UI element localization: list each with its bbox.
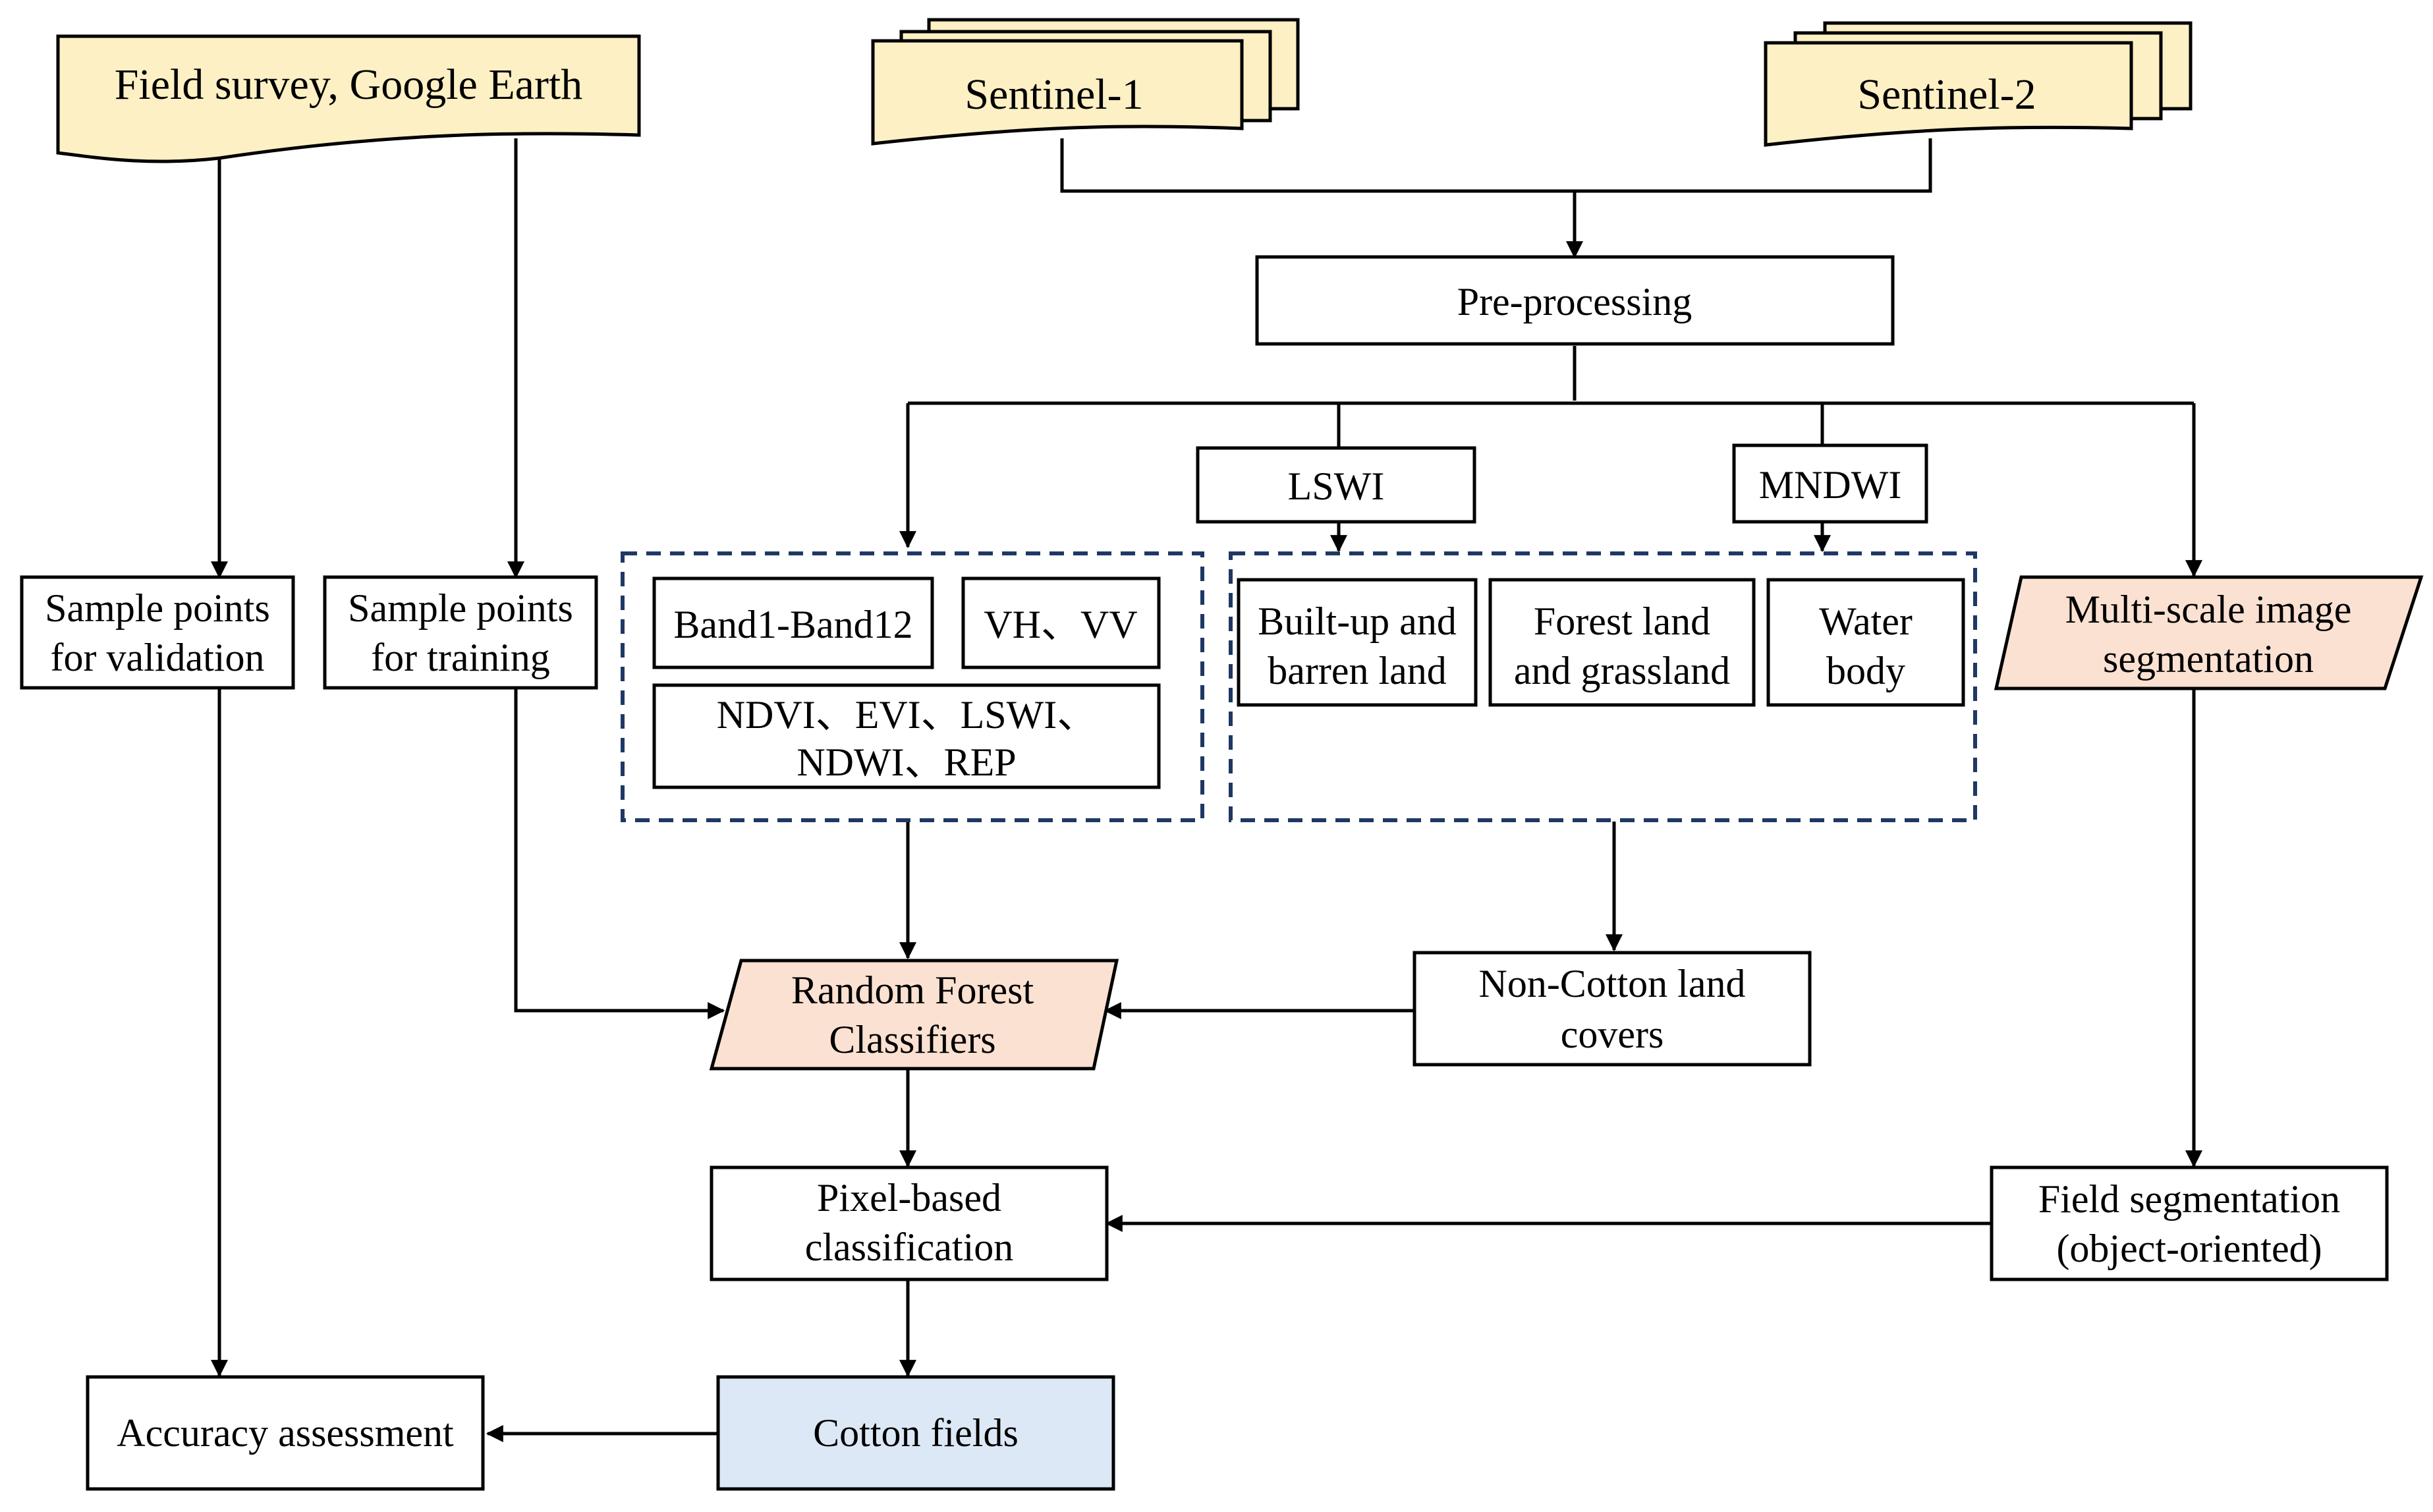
edge-sentinel1-merge: [1060, 138, 1932, 193]
segmentation-line-2: segmentation: [2103, 637, 2314, 681]
forest-line-1: Forest land: [1534, 600, 1710, 643]
indices-line-2: NDWI、REP: [797, 741, 1016, 784]
pixel-line-2: classification: [805, 1225, 1014, 1269]
lswi-node: LSWI: [1196, 446, 1476, 524]
indices-line-1: NDVI、EVI、LSWI、: [717, 693, 1097, 737]
segmentation-line-1: Multi-scale image: [2065, 588, 2352, 631]
forest-line-2: and grassland: [1514, 649, 1730, 692]
field-seg-line-1: Field segmentation: [2038, 1177, 2340, 1221]
sample-validation-line-2: for validation: [51, 636, 265, 679]
preprocessing-label: Pre-processing: [1457, 280, 1692, 323]
water-line-2: body: [1826, 649, 1905, 692]
sentinel-2-label: Sentinel-2: [1857, 70, 2036, 119]
vhvv-box: [961, 576, 1161, 669]
cotton-label: Cotton fields: [813, 1411, 1019, 1455]
accuracy-node: Accuracy assessment: [86, 1375, 485, 1491]
pixel-line-1: Pixel-based: [817, 1176, 1001, 1219]
edge-training-to-rf: [514, 688, 725, 1019]
field-survey-node: Field survey, Google Earth: [56, 34, 641, 163]
random-forest-line-1: Random Forest: [791, 968, 1034, 1012]
band-box: [652, 576, 934, 669]
mndwi-node: MNDWI: [1732, 443, 1928, 524]
sample-training-node: Sample points for training: [323, 575, 598, 690]
noncotton-node: Non-Cotton land covers: [1412, 951, 1812, 1067]
mndwi-label: MNDWI: [1759, 463, 1902, 507]
land-class-group: Built-up and barren land Forest land and…: [1229, 551, 1977, 822]
sample-validation-line-1: Sample points: [45, 586, 270, 630]
vhvv-label: VH、VV: [984, 603, 1137, 646]
forest-box: [1488, 578, 1756, 707]
segmentation-node: Multi-scale image segmentation: [1994, 575, 2424, 690]
water-box: [1766, 578, 1965, 707]
noncotton-line-2: covers: [1561, 1013, 1664, 1056]
field-segmentation-node: Field segmentation (object-oriented): [1990, 1165, 2389, 1281]
lswi-label: LSWI: [1288, 464, 1385, 508]
cotton-node: Cotton fields: [716, 1375, 1115, 1491]
sentinel-1-node: Sentinel-1: [871, 18, 1300, 146]
sample-validation-node: Sample points for validation: [20, 575, 295, 690]
builtup-line-2: barren land: [1268, 649, 1447, 692]
noncotton-line-1: Non-Cotton land: [1479, 962, 1746, 1005]
sample-training-line-2: for training: [371, 636, 550, 679]
indices-box: [652, 683, 1161, 789]
builtup-line-1: Built-up and: [1258, 600, 1457, 643]
builtup-box: [1237, 578, 1478, 707]
water-line-1: Water: [1819, 600, 1913, 643]
random-forest-line-2: Classifiers: [829, 1018, 995, 1061]
preprocessing-node: Pre-processing: [1255, 255, 1895, 346]
random-forest-node: Random Forest Classifiers: [709, 959, 1119, 1071]
accuracy-label: Accuracy assessment: [117, 1411, 454, 1455]
sentinel-2-node: Sentinel-2: [1764, 21, 2193, 147]
feature-group: Band1-Band12 VH、VV NDVI、EVI、LSWI、 NDWI、R…: [621, 551, 1204, 822]
sentinel-1-label: Sentinel-1: [965, 70, 1143, 119]
band-label: Band1-Band12: [673, 603, 912, 646]
pixel-node: Pixel-based classification: [710, 1165, 1109, 1281]
field-seg-line-2: (object-oriented): [2056, 1227, 2322, 1270]
connectors: [211, 138, 2202, 1442]
sample-training-line-1: Sample points: [348, 586, 573, 630]
field-survey-label: Field survey, Google Earth: [115, 61, 583, 109]
